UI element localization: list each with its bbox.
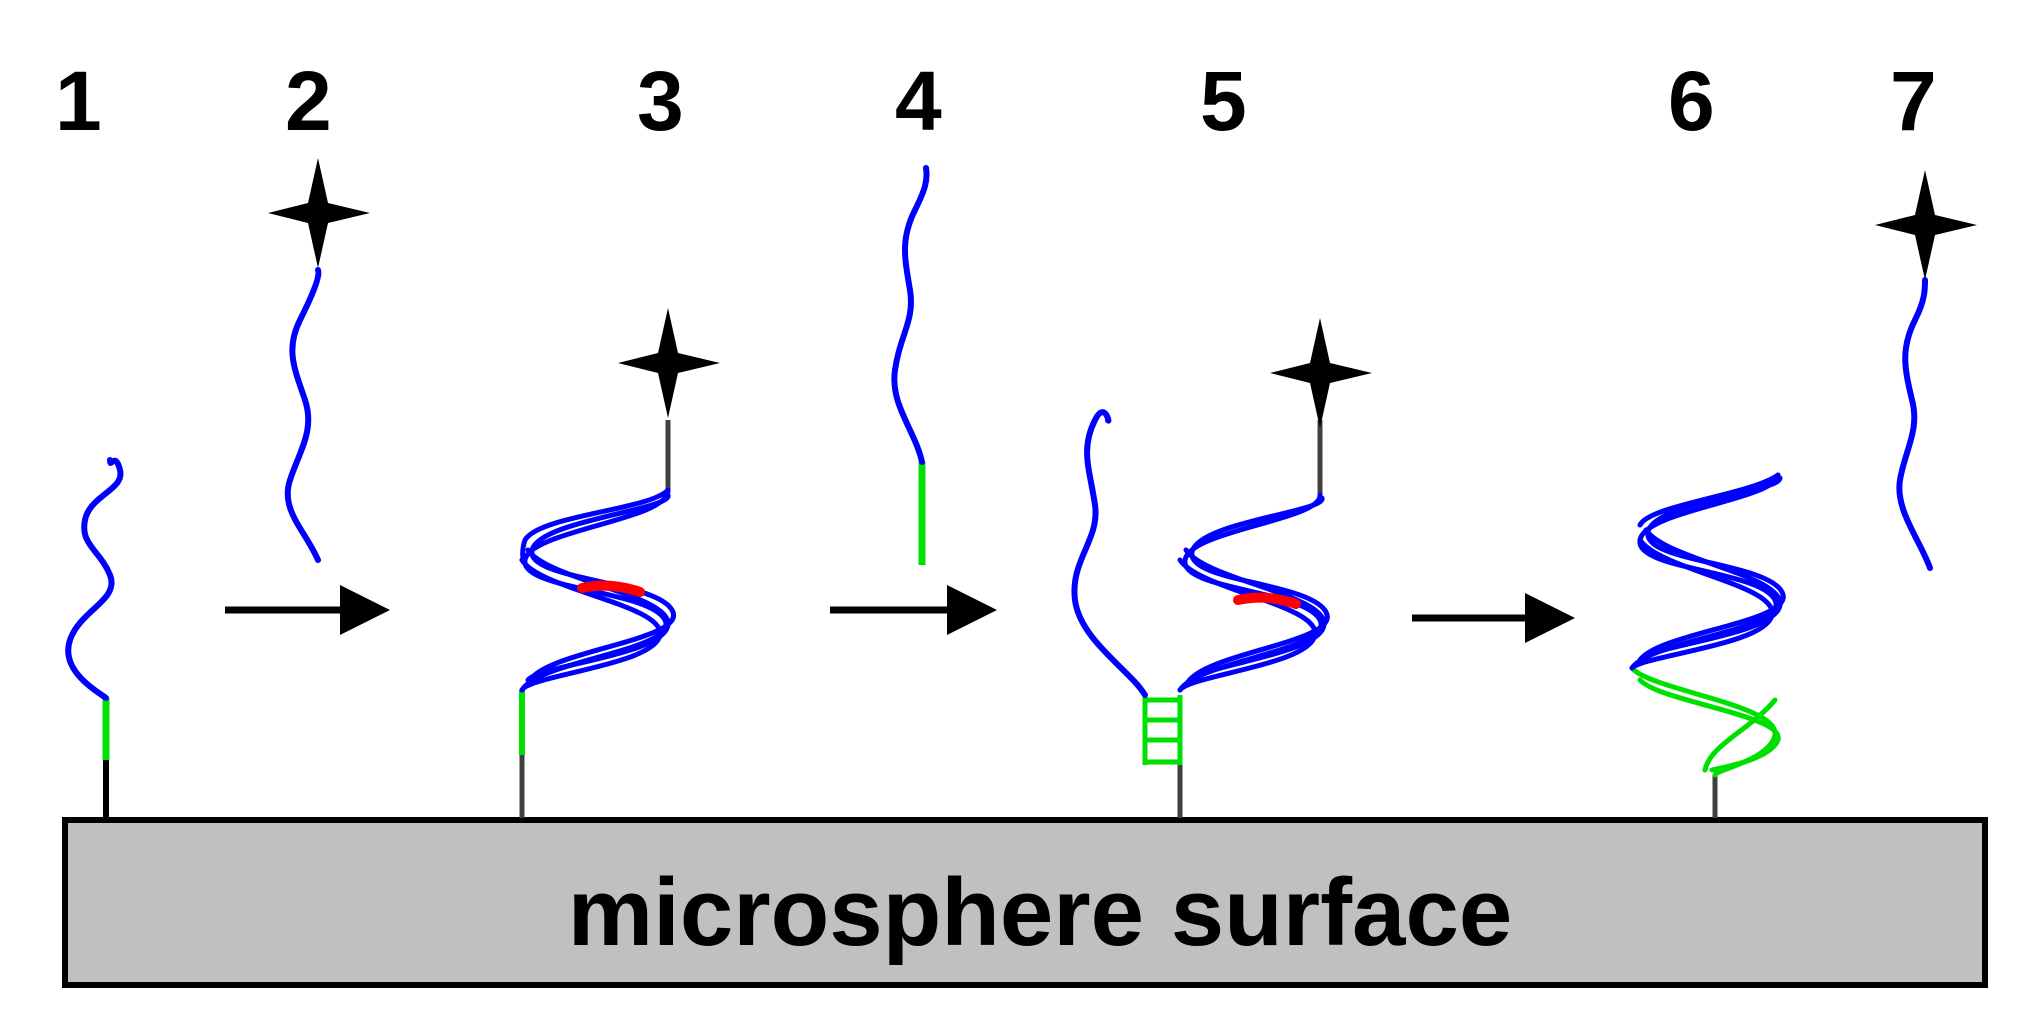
step-number-6: 6 xyxy=(1668,54,1715,148)
step-number-1: 1 xyxy=(55,54,102,148)
step-number-7: 7 xyxy=(1890,54,1937,148)
surface-label: microsphere surface xyxy=(568,859,1512,966)
step-3-duplex xyxy=(519,308,720,818)
step-labels: 1 2 3 4 5 6 7 xyxy=(55,54,1937,148)
displaced-strand-5 xyxy=(1071,409,1148,698)
double-helix-5 xyxy=(1177,492,1330,693)
dna-strand-4 xyxy=(891,165,930,465)
reaction-arrow-1 xyxy=(225,585,390,635)
green-helix-6 xyxy=(1629,665,1781,778)
right-arrow-icon xyxy=(1525,593,1575,643)
step-number-3: 3 xyxy=(637,54,684,148)
blue-helix-6 xyxy=(1629,472,1786,671)
surface-bar xyxy=(62,817,1988,988)
dna-strand-1 xyxy=(65,457,124,701)
step-5-invasion xyxy=(1071,318,1372,818)
step-6-duplex xyxy=(1629,472,1786,818)
step-2-target xyxy=(268,158,370,563)
four-point-star-icon xyxy=(268,158,370,268)
reaction-arrow-3 xyxy=(1412,593,1575,643)
four-point-star-icon xyxy=(618,308,720,418)
dna-strand-2 xyxy=(284,267,322,563)
capture-hairpin-5 xyxy=(1142,695,1183,765)
step-7-released-target xyxy=(1875,170,1977,571)
step-1-probe xyxy=(65,457,124,820)
step-number-5: 5 xyxy=(1200,54,1247,148)
mismatch-site-5 xyxy=(1233,592,1301,609)
four-point-star-icon xyxy=(1875,170,1977,280)
dna-strand-7 xyxy=(1896,277,1933,571)
step-number-2: 2 xyxy=(285,54,332,148)
right-arrow-icon xyxy=(340,585,390,635)
mismatch-site-3 xyxy=(577,580,645,597)
reaction-arrow-2 xyxy=(830,585,997,635)
step-4-competitor xyxy=(891,165,930,565)
microsphere-surface: microsphere surface xyxy=(62,817,1988,988)
step-number-4: 4 xyxy=(895,54,942,148)
right-arrow-icon xyxy=(947,585,997,635)
four-point-star-icon xyxy=(1270,318,1372,428)
